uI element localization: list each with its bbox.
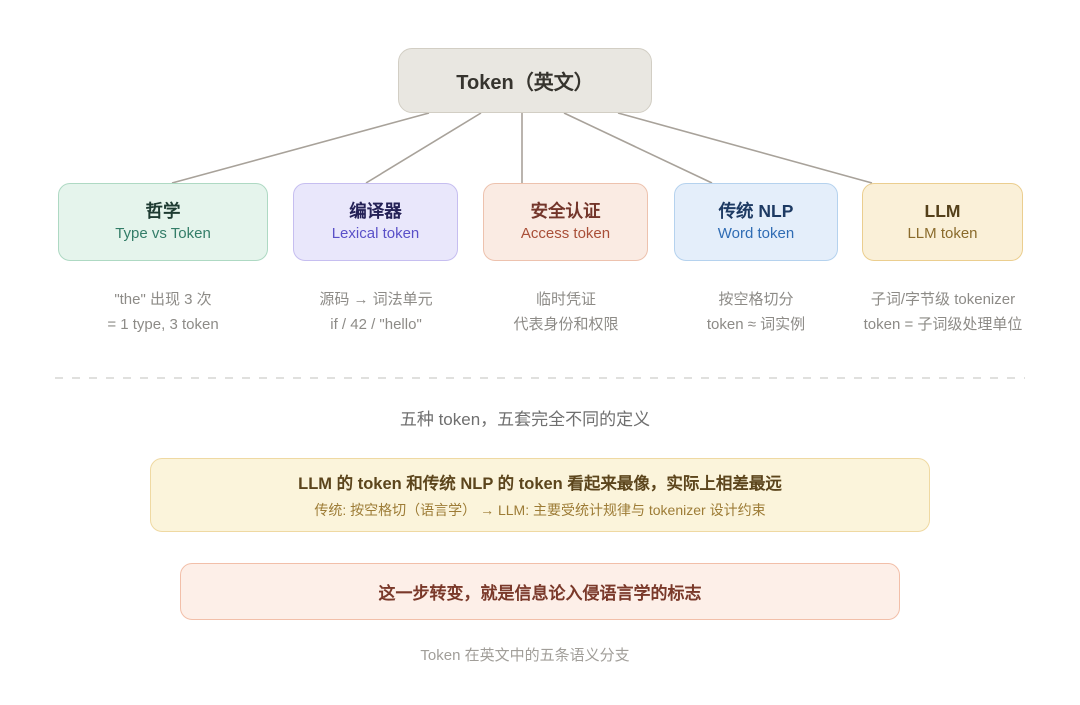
branch-node-traditional-nlp: 传统 NLP Word token bbox=[674, 183, 838, 261]
connector-llm bbox=[617, 112, 873, 184]
branch-title: 编译器 bbox=[349, 201, 402, 222]
diagram-caption: Token 在英文中的五条语义分支 bbox=[420, 647, 630, 664]
branch-description-security: 临时凭证 代表身份和权限 bbox=[446, 287, 686, 337]
description-line: 临时凭证 bbox=[535, 291, 596, 308]
branch-description-llm: 子词/字节级 tokenizer token = 子词级处理单位 bbox=[823, 287, 1063, 337]
comparison-callout-headline: LLM 的 token 和传统 NLP 的 token 看起来最像，实际上相差最… bbox=[298, 475, 782, 493]
connector-philosophy bbox=[171, 112, 430, 184]
description-line: = 1 type, 3 token bbox=[107, 316, 219, 334]
root-node-token-english: Token（英文） bbox=[398, 48, 652, 113]
connector-compiler bbox=[365, 112, 482, 184]
description-line: 代表身份和权限 bbox=[513, 316, 619, 334]
branch-subtitle: Word token bbox=[717, 225, 795, 243]
description-line: 源码 → 词法单元 bbox=[319, 291, 433, 308]
branch-title: 传统 NLP bbox=[718, 201, 794, 222]
branch-node-philosophy: 哲学 Type vs Token bbox=[58, 183, 268, 261]
description-line: if / 42 / "hello" bbox=[330, 316, 422, 334]
conclusion-callout-text: 这一步转变，就是信息论入侵语言学的标志 bbox=[378, 584, 702, 603]
branch-title: 哲学 bbox=[145, 201, 181, 222]
conclusion-callout: 这一步转变，就是信息论入侵语言学的标志 bbox=[180, 563, 900, 620]
comparison-callout-detail: 传统: 按空格切（语言学） → LLM: 主要受统计规律与 tokenizer … bbox=[314, 502, 766, 518]
connector-nlp bbox=[563, 112, 713, 184]
root-node-title: Token（英文） bbox=[456, 72, 594, 94]
description-line: "the" 出现 3 次 bbox=[114, 291, 212, 308]
summary-statement: 五种 token，五套完全不同的定义 bbox=[399, 410, 651, 429]
branch-description-philosophy: "the" 出现 3 次 = 1 type, 3 token bbox=[43, 287, 283, 337]
description-line: 按空格切分 bbox=[718, 291, 794, 308]
description-line: token ≈ 词实例 bbox=[706, 316, 806, 334]
branch-node-security: 安全认证 Access token bbox=[483, 183, 648, 261]
branch-subtitle: Lexical token bbox=[331, 225, 420, 243]
branch-node-llm: LLM LLM token bbox=[862, 183, 1023, 261]
branch-subtitle: Type vs Token bbox=[115, 225, 211, 243]
comparison-callout: LLM 的 token 和传统 NLP 的 token 看起来最像，实际上相差最… bbox=[150, 458, 930, 532]
branch-description-traditional-nlp: 按空格切分 token ≈ 词实例 bbox=[636, 287, 876, 337]
branch-subtitle: Access token bbox=[520, 225, 611, 243]
description-line: 子词/字节级 tokenizer bbox=[870, 291, 1016, 308]
branch-title: LLM bbox=[924, 201, 961, 222]
dashed-divider bbox=[55, 377, 1025, 379]
branch-title: 安全认证 bbox=[530, 201, 601, 222]
branch-node-compiler: 编译器 Lexical token bbox=[293, 183, 458, 261]
description-line: token = 子词级处理单位 bbox=[863, 316, 1023, 334]
branch-description-compiler: 源码 → 词法单元 if / 42 / "hello" bbox=[256, 287, 496, 337]
branch-subtitle: LLM token bbox=[907, 225, 978, 243]
